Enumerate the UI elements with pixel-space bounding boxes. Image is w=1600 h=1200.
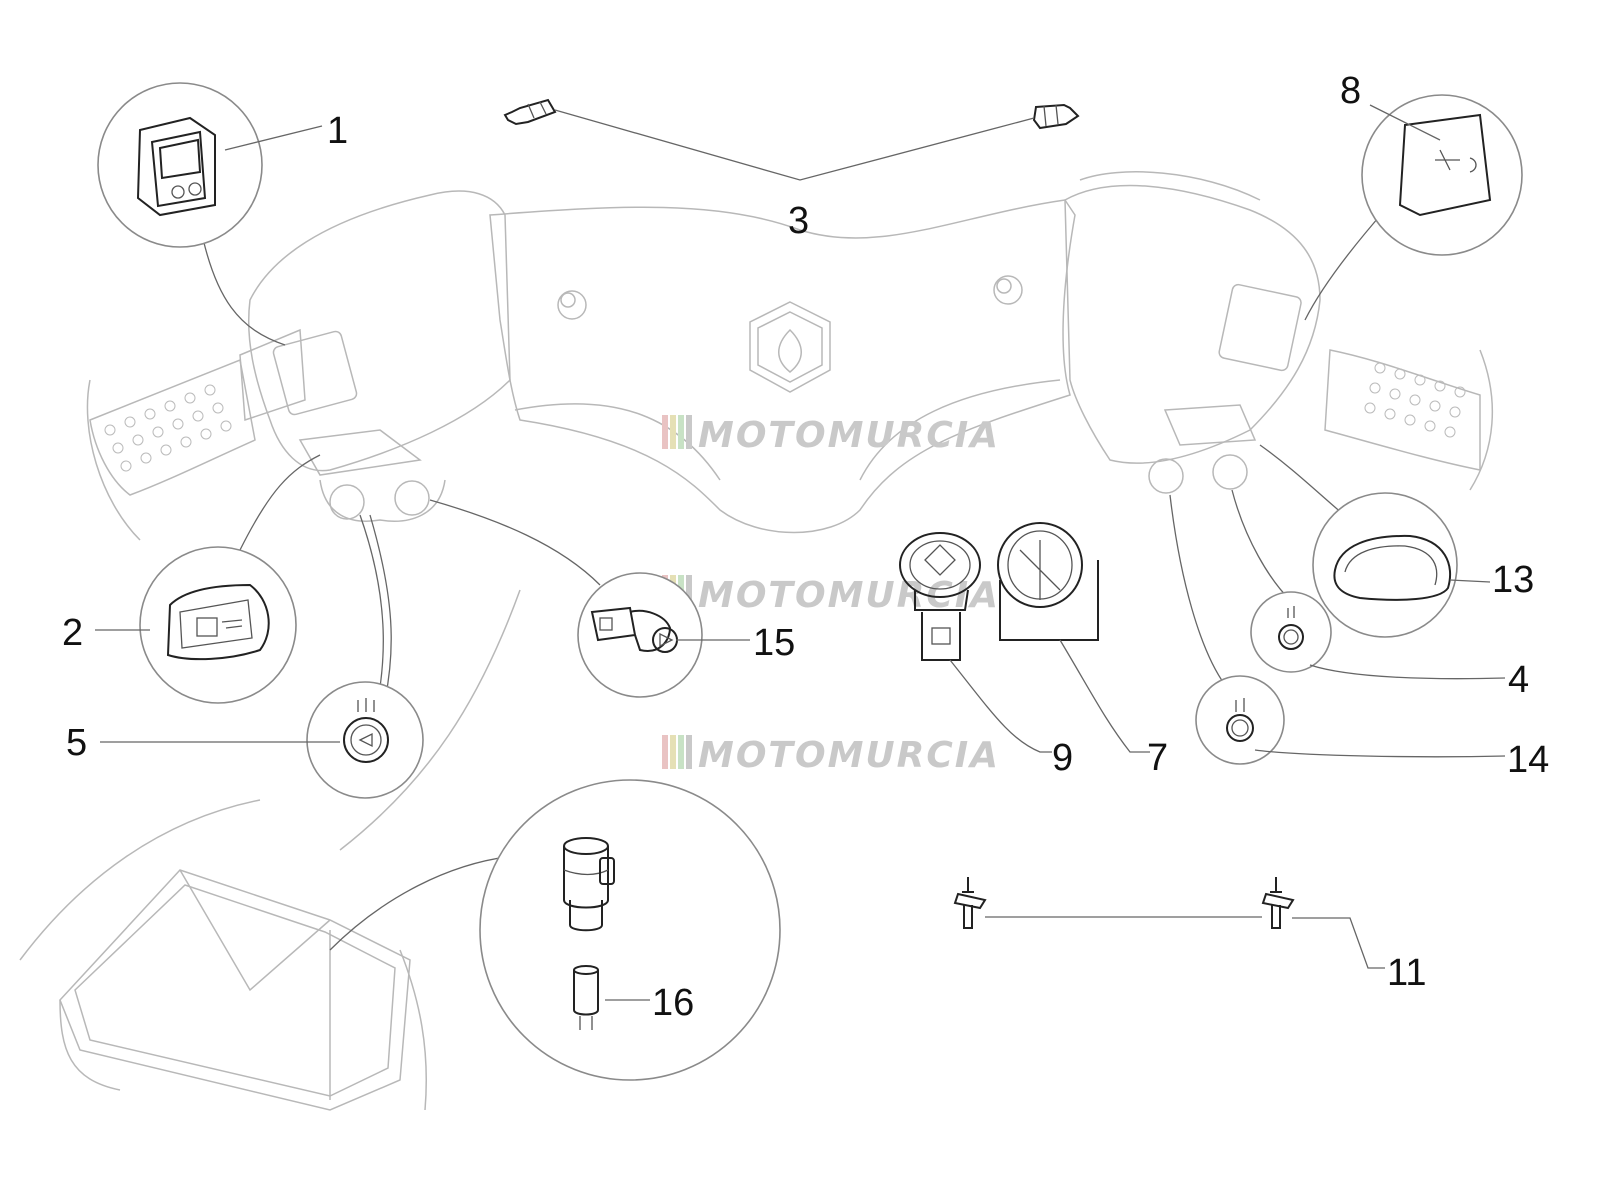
part-11-leader-b — [1292, 917, 1385, 969]
part-2-bubble — [139, 546, 297, 704]
rocker-switch-icon — [136, 116, 216, 217]
part-3-leader — [554, 109, 1035, 181]
part-16-bubble-leader — [329, 854, 526, 951]
part-15-bubble-leader — [429, 499, 601, 586]
part-5-bubble-leader — [369, 514, 392, 701]
part-16-bubble — [479, 779, 781, 1081]
part-7-leader — [1059, 639, 1150, 753]
callout-number-1: 1 — [327, 110, 348, 152]
stud-pin-icon — [953, 877, 1295, 929]
part-5-bubble — [306, 681, 424, 799]
callout-number-14: 14 — [1507, 739, 1549, 781]
part-2-bubble-leader — [239, 454, 321, 551]
svg-text:MOTOMURCIA: MOTOMURCIA — [698, 735, 1000, 776]
callout-number-11: 11 — [1387, 952, 1426, 994]
part-15-bubble — [577, 572, 703, 698]
switch-housing-icon — [997, 522, 1099, 641]
callout-number-8: 8 — [1340, 70, 1361, 112]
callout-number-4: 4 — [1508, 659, 1529, 701]
glovebox-outline — [19, 589, 521, 1111]
svg-text:MOTOMURCIA: MOTOMURCIA — [698, 415, 1000, 456]
part-14-bubble-leader — [1169, 494, 1226, 686]
callout-number-9: 9 — [1052, 737, 1073, 779]
handlebar-outline — [86, 171, 1494, 541]
ignition-switch-icon — [899, 532, 981, 661]
part-4-bubble-leader — [1231, 489, 1291, 601]
part-13-bubble — [1312, 492, 1458, 638]
callout-number-16: 16 — [652, 982, 694, 1024]
knob-switch-icon — [1226, 698, 1254, 742]
lamp-socket-icon — [563, 837, 615, 1030]
headlight-switch-icon — [166, 583, 270, 661]
watermark-3: MOTOMURCIA — [662, 735, 1000, 776]
bulb-socket-icon — [503, 98, 1080, 130]
callout-number-5: 5 — [66, 722, 87, 764]
switch-cover-icon — [1333, 534, 1452, 601]
part-1-bubble-leader — [199, 224, 286, 346]
starter-button-icon — [1398, 113, 1492, 217]
callout-number-3: 3 — [788, 200, 809, 242]
part-9-leader — [949, 659, 1052, 753]
part-14-leader — [1254, 749, 1506, 758]
part-5-bubble-leader-2 — [359, 514, 384, 701]
part-1-bubble — [97, 82, 263, 248]
watermark-1: MOTOMURCIA — [662, 415, 1000, 456]
part-8-bubble-leader — [1304, 209, 1386, 321]
part-8-bubble — [1361, 94, 1523, 256]
callout-number-13: 13 — [1492, 559, 1534, 601]
horn-button-icon — [343, 698, 389, 763]
part-8-leader — [1369, 104, 1441, 141]
part-13-bubble-leader — [1259, 444, 1351, 521]
callout-number-7: 7 — [1147, 737, 1168, 779]
hazard-button-icon — [590, 606, 678, 653]
callout-number-15: 15 — [753, 622, 795, 664]
part-13-leader — [1449, 579, 1491, 583]
part-4-leader — [1309, 664, 1506, 680]
callout-number-2: 2 — [62, 612, 83, 654]
potentiometer-icon — [1278, 606, 1304, 650]
part-4-bubble — [1250, 591, 1332, 673]
part-1-leader — [224, 125, 323, 151]
